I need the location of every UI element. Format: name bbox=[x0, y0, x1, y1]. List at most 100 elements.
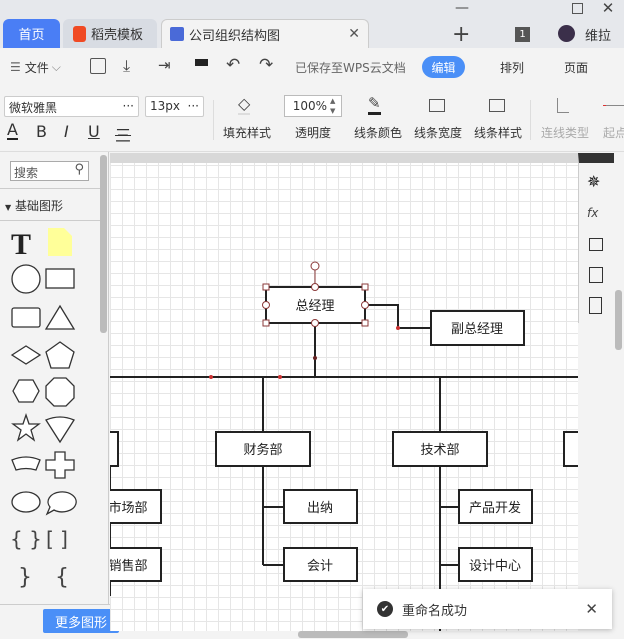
dept-box-tech[interactable] bbox=[392, 431, 488, 467]
font-color-icon[interactable]: A bbox=[7, 120, 18, 140]
text-shape[interactable]: T bbox=[11, 228, 31, 261]
left-brace-shape[interactable]: { bbox=[55, 565, 69, 590]
font-value: 微软雅黑 bbox=[9, 101, 58, 115]
line-width-icon[interactable] bbox=[429, 99, 445, 112]
callout-shape[interactable] bbox=[45, 491, 77, 516]
tab-org-chart[interactable]: 公司组织结构图 ✕ bbox=[161, 19, 369, 48]
search-placeholder: 搜索 bbox=[14, 166, 39, 180]
opacity-stepper[interactable]: ▲▼ bbox=[330, 97, 336, 115]
sidebar-scrollbar[interactable] bbox=[100, 155, 107, 333]
cross-shape[interactable] bbox=[45, 451, 75, 479]
line-style-label[interactable]: 线条样式 bbox=[474, 126, 523, 140]
trapezoid-arc-shape[interactable] bbox=[11, 456, 41, 471]
selection-handles[interactable] bbox=[262, 261, 369, 327]
dept-box-finance[interactable] bbox=[215, 431, 311, 467]
sub-box-sales[interactable] bbox=[110, 547, 162, 582]
new-tab-icon[interactable]: + bbox=[452, 22, 471, 47]
italic-icon[interactable]: I bbox=[64, 122, 69, 141]
octagon-shape[interactable] bbox=[45, 377, 75, 407]
menu-icon: ☰ bbox=[10, 60, 21, 74]
fill-style-label[interactable]: 填充样式 bbox=[223, 126, 272, 140]
vice-box[interactable] bbox=[430, 310, 525, 346]
hexagon-shape[interactable] bbox=[12, 379, 40, 403]
pentagon-shape[interactable] bbox=[45, 341, 75, 369]
tab-home[interactable]: 首页 bbox=[3, 19, 60, 48]
dept-label: 技术部 bbox=[420, 443, 459, 458]
connector-type-icon[interactable] bbox=[557, 98, 569, 113]
connector-type-label[interactable]: 连线类型 bbox=[541, 126, 590, 140]
canvas-horizontal-scrollbar[interactable] bbox=[298, 631, 408, 638]
section-label: 基础图形 bbox=[14, 199, 63, 213]
opacity-input[interactable]: 100% bbox=[284, 95, 342, 117]
sub-box-cashier[interactable] bbox=[283, 489, 358, 524]
avatar[interactable] bbox=[558, 25, 575, 42]
right-brace-shape[interactable]: } bbox=[18, 565, 32, 590]
font-size-select[interactable]: 13px··· bbox=[145, 96, 204, 117]
sub-box-design[interactable] bbox=[458, 547, 533, 582]
sub-label: 销售部 bbox=[110, 558, 148, 574]
brackets-shape[interactable]: [ ] bbox=[46, 527, 68, 551]
note-shape[interactable] bbox=[48, 228, 72, 256]
mode-edit[interactable]: 编辑 bbox=[422, 56, 465, 78]
cloud-shape[interactable] bbox=[11, 491, 41, 513]
save-icon[interactable] bbox=[90, 58, 106, 74]
star-shape[interactable] bbox=[11, 412, 41, 442]
dept-box-admin[interactable] bbox=[563, 431, 578, 467]
file-menu[interactable]: ☰文件⌵ bbox=[10, 56, 61, 78]
redo-icon[interactable]: ↷ bbox=[259, 55, 274, 75]
more-shapes-button[interactable]: 更多图形 bbox=[43, 609, 119, 633]
line-color-label[interactable]: 线条颜色 bbox=[354, 126, 403, 140]
tab-count-badge[interactable]: 1 bbox=[515, 27, 530, 42]
braces-shape[interactable]: { } bbox=[10, 527, 42, 551]
start-point-icon[interactable] bbox=[603, 105, 624, 106]
mode-page[interactable]: 页面 bbox=[564, 60, 589, 75]
dept-box-left[interactable] bbox=[110, 431, 119, 467]
close-toast-icon[interactable]: ✕ bbox=[585, 600, 598, 618]
sub-box-market[interactable] bbox=[110, 489, 162, 524]
tab-label: 首页 bbox=[18, 28, 45, 43]
line-width-label[interactable]: 线条宽度 bbox=[414, 126, 463, 140]
close-tab-icon[interactable]: ✕ bbox=[348, 26, 360, 42]
close-window-icon[interactable]: ✕ bbox=[601, 0, 615, 17]
diamond-shape[interactable] bbox=[10, 345, 42, 365]
page-icon[interactable] bbox=[589, 297, 602, 314]
search-icon[interactable]: ⚲ bbox=[74, 162, 84, 177]
sub-label: 产品开发 bbox=[469, 500, 521, 516]
section-basic-shapes[interactable]: ▼ 基础图形 bbox=[5, 197, 63, 214]
navigator-icon[interactable]: ✵ bbox=[587, 172, 601, 191]
format-painter-icon[interactable] bbox=[195, 59, 208, 66]
minimize-icon[interactable]: — bbox=[455, 0, 469, 16]
line-style-icon[interactable] bbox=[489, 99, 505, 112]
user-name[interactable]: 维拉 bbox=[585, 29, 612, 44]
start-point-label[interactable]: 起点 bbox=[603, 126, 624, 140]
undo-icon[interactable]: ↶ bbox=[226, 55, 241, 75]
underline-icon[interactable]: U bbox=[88, 122, 100, 141]
triangle-shape[interactable] bbox=[44, 304, 76, 330]
strikethrough-icon[interactable]: 三 bbox=[115, 126, 132, 145]
more-icon: ··· bbox=[187, 99, 199, 113]
circle-shape[interactable] bbox=[11, 264, 41, 294]
sub-box-accounting[interactable] bbox=[283, 547, 358, 582]
formula-icon[interactable]: fx bbox=[587, 206, 599, 220]
download-icon[interactable]: ⤓ bbox=[123, 56, 131, 75]
shape-search-input[interactable]: 搜索 ⚲ bbox=[10, 161, 89, 181]
rounded-rect-shape[interactable] bbox=[11, 307, 41, 328]
mode-arrange[interactable]: 排列 bbox=[500, 60, 525, 75]
file-label: 文件 bbox=[24, 60, 49, 75]
sector-shape[interactable] bbox=[45, 416, 75, 444]
tab-templates[interactable]: 稻壳模板 bbox=[63, 19, 157, 48]
rectangle-shape[interactable] bbox=[45, 268, 75, 289]
canvas-vertical-scrollbar[interactable] bbox=[615, 290, 622, 350]
pages-icon[interactable] bbox=[589, 267, 603, 283]
toast-notification: ✔ 重命名成功 ✕ bbox=[363, 589, 612, 629]
sub-box-product[interactable] bbox=[458, 489, 533, 524]
export-icon[interactable]: ⇥ bbox=[158, 56, 171, 74]
bold-icon[interactable]: B bbox=[36, 122, 47, 141]
fill-style-icon[interactable]: ◇ bbox=[238, 94, 251, 115]
line-color-icon[interactable]: ✎ bbox=[368, 94, 381, 115]
font-family-select[interactable]: 微软雅黑··· bbox=[4, 96, 139, 117]
resize-icon[interactable] bbox=[589, 238, 603, 251]
sub-label: 会计 bbox=[307, 559, 333, 574]
diagram-canvas[interactable]: 总经理 副总经理 财务部 技术部 行政 市场部 销售部 出纳 会计 产品开发 设… bbox=[110, 153, 578, 631]
maximize-icon[interactable] bbox=[572, 3, 583, 14]
